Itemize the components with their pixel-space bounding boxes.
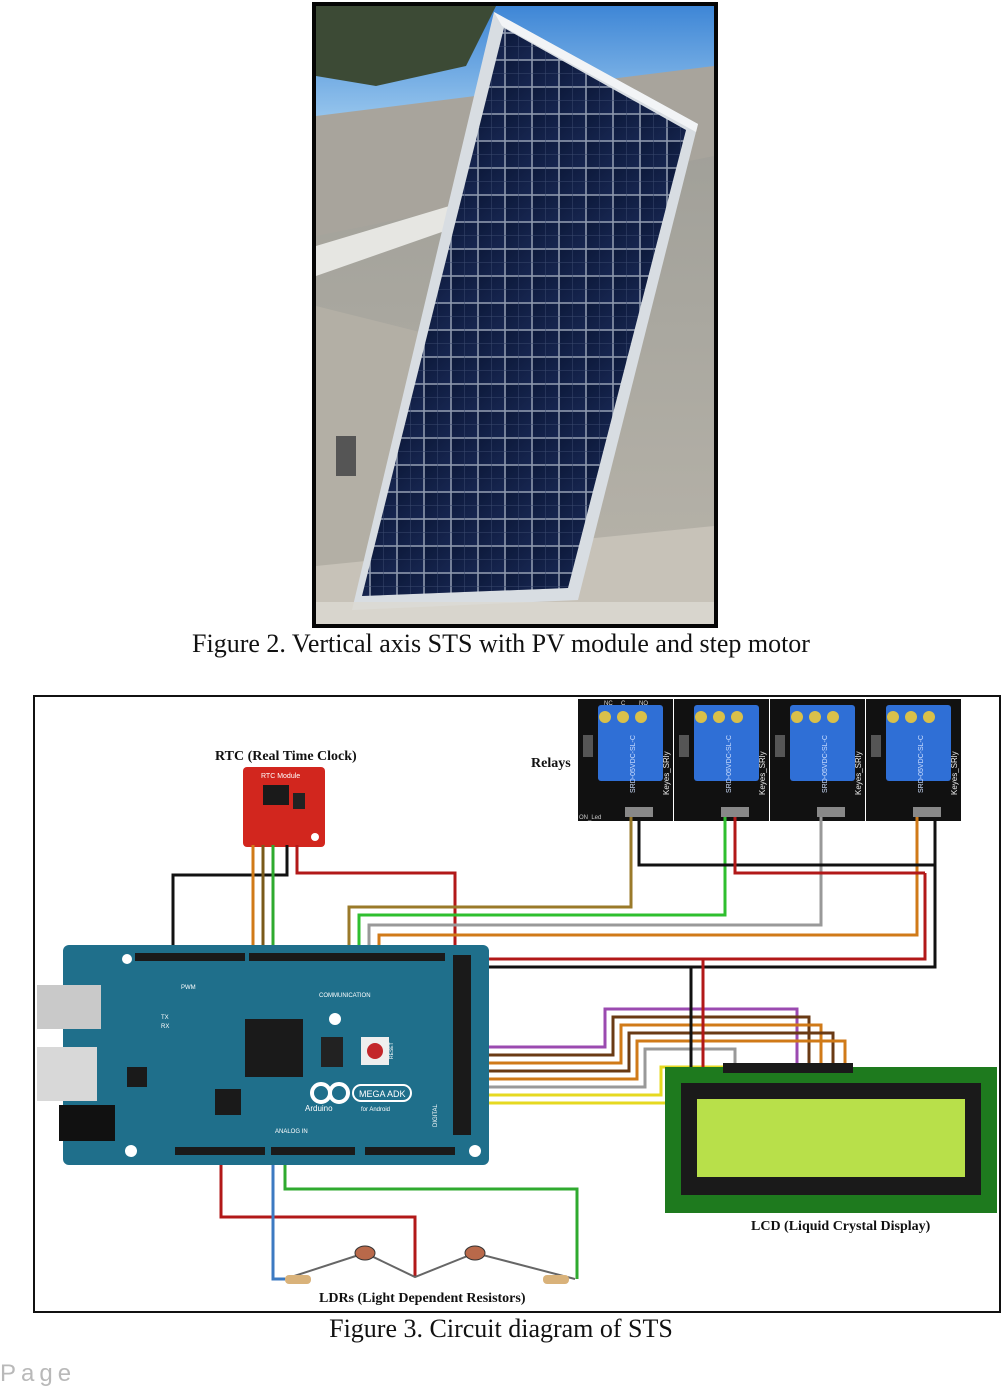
arduino-text: Arduino [305, 1104, 333, 1113]
relay-model-text: SRD-05VDC-SL-C [918, 735, 925, 793]
digital-text: DIGITAL [433, 1103, 439, 1127]
relay-module-1: NC C NO SRD-05VDC-SL-C Keyes_SRly ON_Led [578, 699, 673, 821]
tx-text: TX [161, 1015, 169, 1021]
pv-module-photo-art [316, 6, 714, 624]
pv-module-photo [312, 2, 718, 628]
relay-model-text: SRD-05VDC-SL-C [726, 735, 733, 793]
rtc-module-text: RTC Module [261, 773, 300, 780]
relay-brand-text: Keyes_SRly [854, 751, 863, 795]
rtc-label: RTC (Real Time Clock) [215, 749, 357, 764]
ldr-sensors [285, 1245, 569, 1284]
relay-brand-text: Keyes_SRly [758, 751, 767, 795]
relay-module-2: SRD-05VDC-SL-C Keyes_SRly [674, 699, 769, 821]
relay-brand-text: Keyes_SRly [950, 751, 959, 795]
relay-brand-text: Keyes_SRly [662, 751, 671, 795]
relay-module-4: SRD-05VDC-SL-C Keyes_SRly [866, 699, 961, 821]
relay-module-3: SRD-05VDC-SL-C Keyes_SRly [770, 699, 865, 821]
reset-text: RESET [389, 1042, 395, 1059]
figure-3-caption: Figure 3. Circuit diagram of STS [329, 1314, 673, 1343]
arduino-mega-board: MEGA ADK for Android Arduino COMMUNICATI… [37, 945, 489, 1165]
mega-adk-text: MEGA ADK [359, 1089, 406, 1099]
relay-model-text: SRD-05VDC-SL-C [822, 735, 829, 793]
rtc-module: RTC Module [243, 767, 325, 847]
page-footer-label: Page [0, 1360, 77, 1387]
relay-model-text: SRD-05VDC-SL-C [630, 735, 637, 793]
lcd-display [665, 1063, 997, 1213]
relay-no-text: NO [639, 701, 648, 707]
for-android-text: for Android [361, 1107, 390, 1113]
lcd-label: LCD (Liquid Crystal Display) [751, 1219, 931, 1234]
pwm-text: PWM [181, 985, 196, 991]
relays-label: Relays [531, 756, 571, 771]
communication-text: COMMUNICATION [319, 993, 371, 999]
rx-text: RX [161, 1024, 169, 1030]
relay-c-text: C [621, 701, 626, 707]
circuit-diagram-art: RTC (Real Time Clock) Relays LCD (Liquid… [37, 699, 997, 1306]
analog-in-text: ANALOG IN [275, 1129, 308, 1135]
relay-led-text: ON_Led [579, 815, 601, 821]
relay-nc-text: NC [604, 701, 613, 707]
circuit-diagram: RTC (Real Time Clock) Relays LCD (Liquid… [33, 695, 1001, 1313]
figure-2-caption: Figure 2. Vertical axis STS with PV modu… [192, 629, 810, 658]
ldrs-label: LDRs (Light Dependent Resistors) [319, 1291, 526, 1306]
